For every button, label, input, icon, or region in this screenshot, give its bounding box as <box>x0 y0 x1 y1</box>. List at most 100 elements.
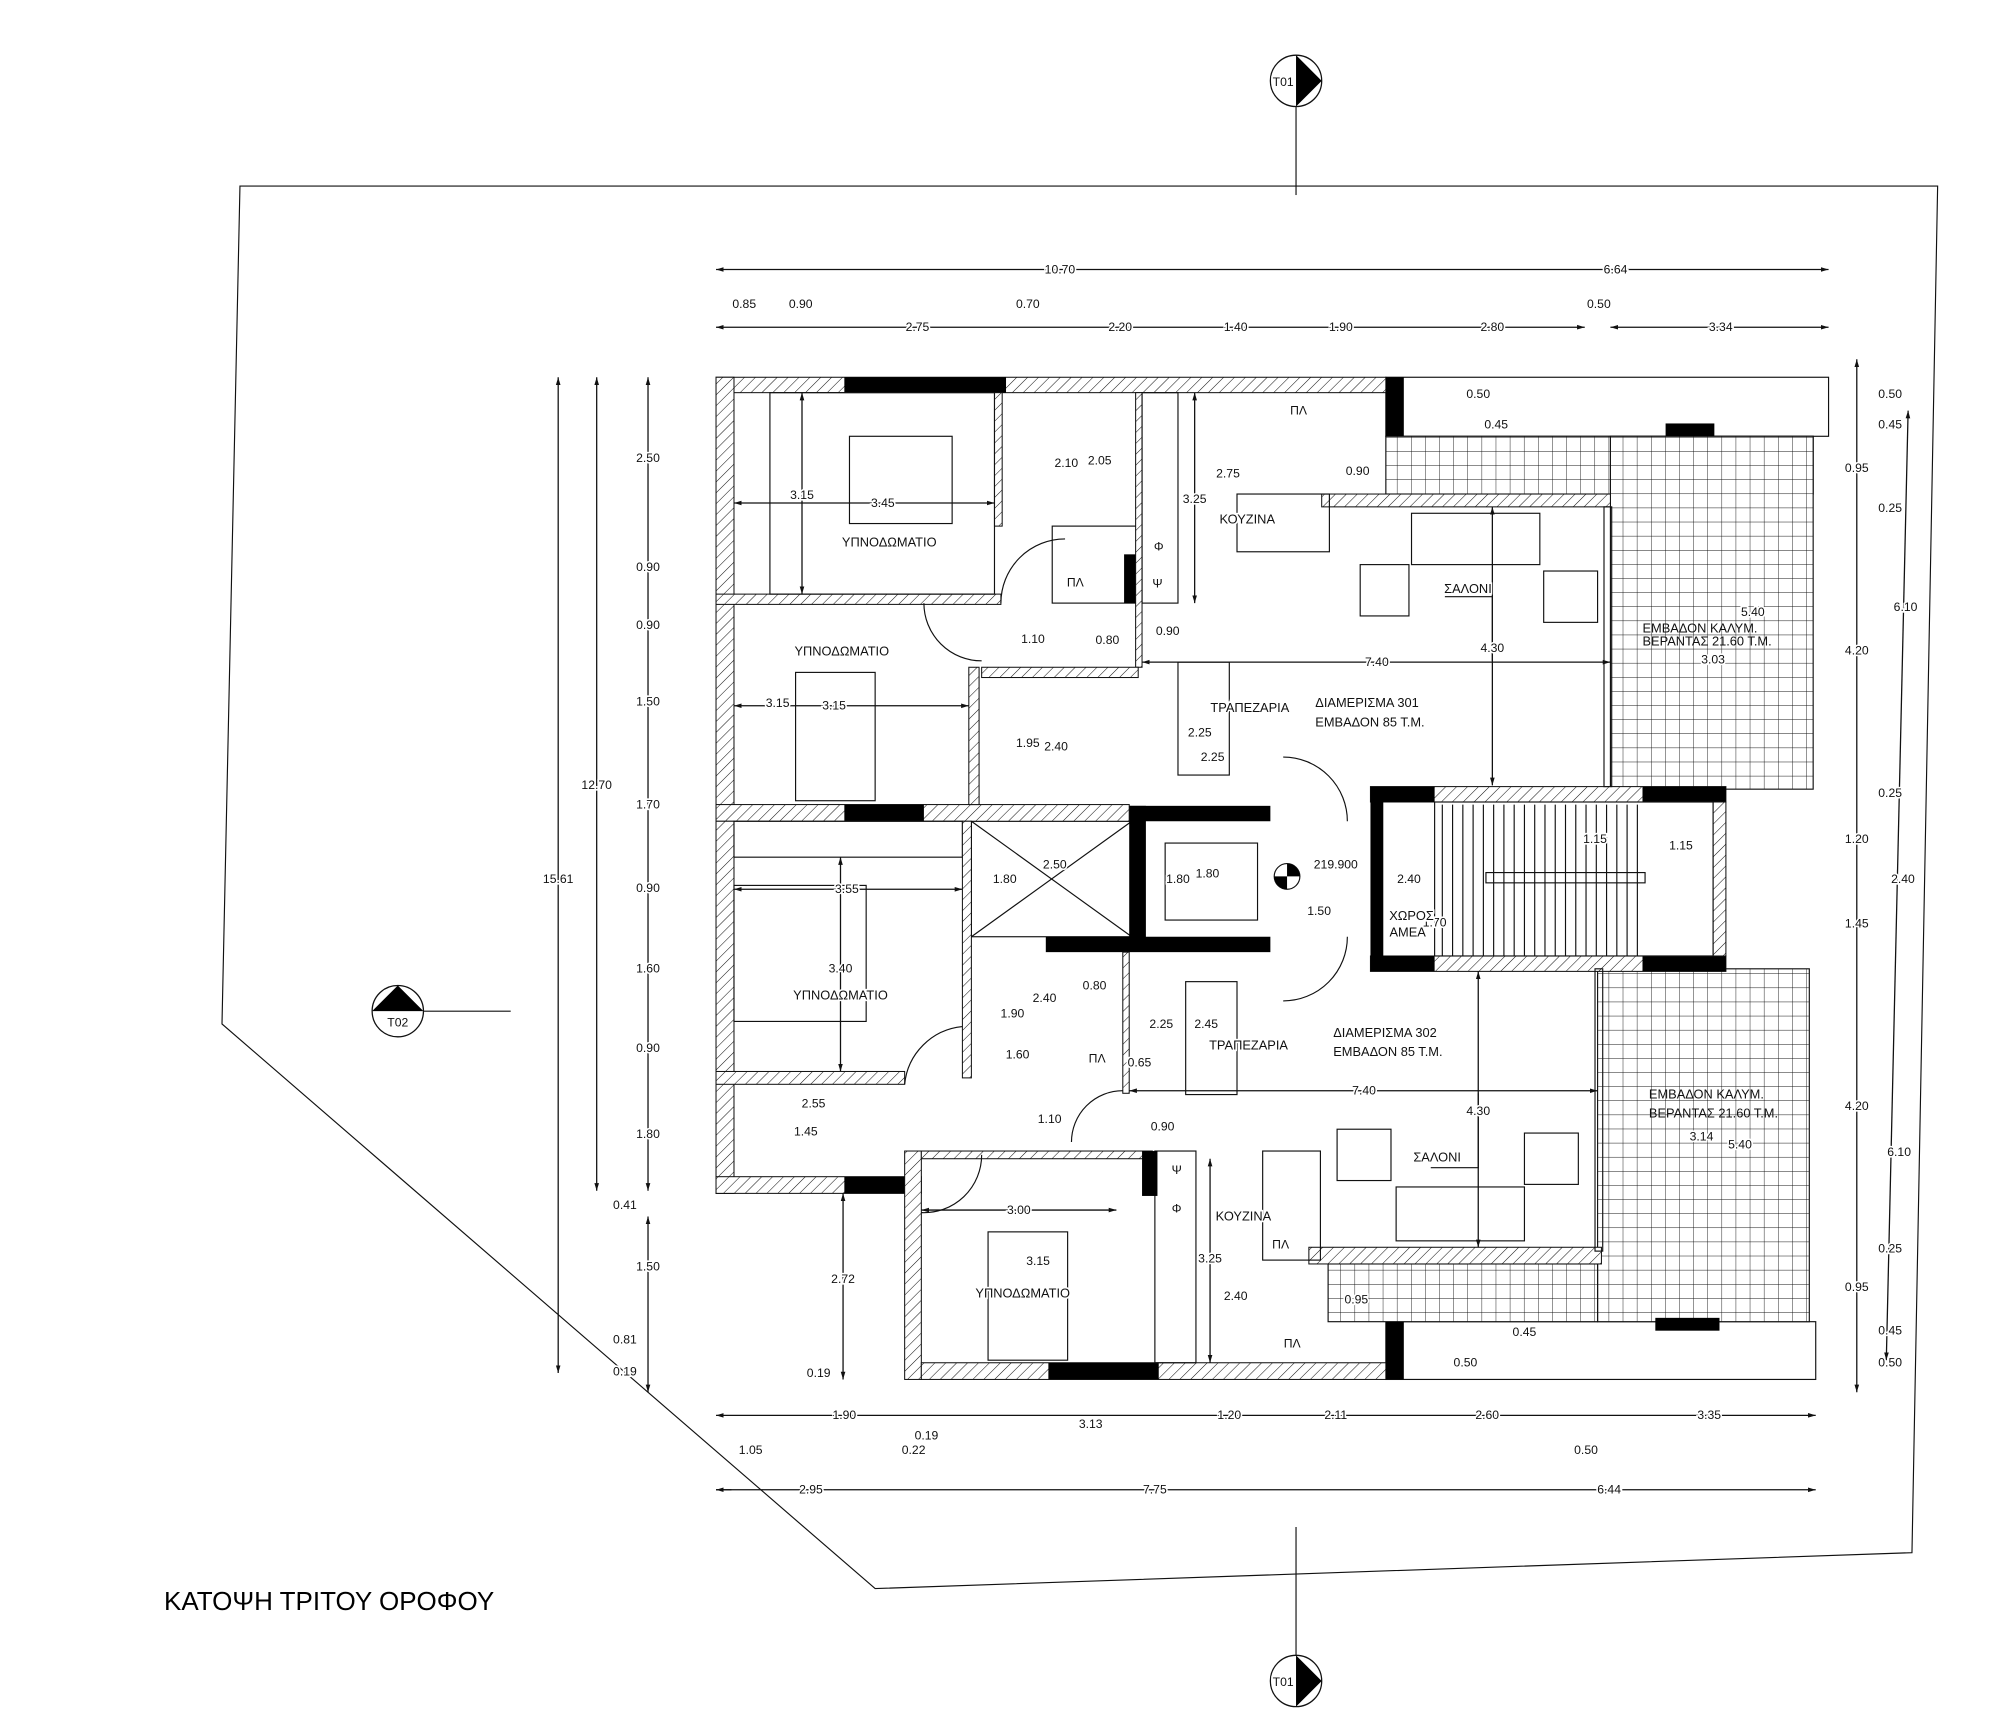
dimension-label: 3.13 <box>1079 1417 1103 1431</box>
dimension-label: 2.75 <box>1216 466 1240 480</box>
dimension-label: 6.44 <box>1597 1483 1621 1497</box>
dimension-label: 0.25 <box>1878 501 1902 515</box>
dimension-label: 0.45 <box>1513 1325 1537 1339</box>
dimension-label: 1.80 <box>1196 867 1220 881</box>
dimension-label: 1.15 <box>1583 832 1607 846</box>
dimension-label: 4.30 <box>1480 641 1504 655</box>
oven-fixture-label: Φ <box>1172 1202 1182 1216</box>
dimension-label: 1.60 <box>1006 1048 1030 1062</box>
veranda-area-label: ΒΕΡΑΝΤΑΣ 21.60 Τ.Μ. <box>1642 633 1771 648</box>
room-label-kitchen: ΚΟΥΖΙΝΑ <box>1216 1208 1272 1223</box>
staircase <box>1369 786 1727 972</box>
dimension-label: 7.40 <box>1352 1084 1376 1098</box>
dimension-label: 3.15 <box>790 488 814 502</box>
veranda-lower <box>1327 968 1817 1381</box>
laundry-fixture-label: ΠΛ <box>1089 1051 1107 1065</box>
dimension-label: 3.45 <box>871 496 895 510</box>
dimension-label: 1.80 <box>636 1127 660 1141</box>
dimension-label: 2.40 <box>1397 872 1421 886</box>
dimension-label: 12.70 <box>581 778 612 792</box>
room-label-bedroom: ΥΠΝΟΔΩΜΑΤΙΟ <box>793 988 888 1003</box>
dimension-label: 0.45 <box>1484 418 1508 432</box>
dimension-label: 2.10 <box>1054 456 1078 470</box>
drawing-title: ΚΑΤΟΨΗ ΤΡΙΤΟΥ ΟΡΟΦΟΥ <box>164 1586 495 1616</box>
dimension-label: 0.95 <box>1845 461 1869 475</box>
room-label-bedroom: ΥΠΝΟΔΩΜΑΤΙΟ <box>842 535 937 550</box>
dimension-label: 1.10 <box>1038 1112 1062 1126</box>
dimension-label: 1.05 <box>739 1443 763 1457</box>
dimension-label: 3.03 <box>1701 652 1725 666</box>
dimension-label: 1.50 <box>636 1259 660 1273</box>
dimension-label: 1.45 <box>1845 917 1869 931</box>
dimension-label: 0.90 <box>1151 1119 1175 1133</box>
dimension-label: 0.50 <box>1878 1356 1902 1370</box>
apartment-name: ΔΙΑΜΕΡΙΣΜΑ 301 <box>1315 695 1418 710</box>
dimension-label: 2.75 <box>906 320 930 334</box>
dimension-label: 2.72 <box>831 1272 855 1286</box>
dimension-label: 0.45 <box>1878 418 1902 432</box>
room-label-dining: ΤΡΑΠΕΖΑΡΙΑ <box>1209 1038 1288 1053</box>
dimension-label: 2.40 <box>1224 1289 1248 1303</box>
dimension-label: 2.50 <box>1043 858 1067 872</box>
laundry-fixture-label: ΠΛ <box>1290 403 1308 417</box>
dimension-label: 6.10 <box>1887 1145 1911 1159</box>
veranda-upper <box>1385 376 1830 790</box>
laundry-fixture-label: ΠΛ <box>1284 1336 1302 1350</box>
elevator-shaft <box>970 805 1301 953</box>
dimension-label: 2.80 <box>1480 320 1504 334</box>
dimension-label: 0.45 <box>1878 1324 1902 1338</box>
dimension-label: 2.55 <box>802 1096 826 1110</box>
dimension-label: 0.90 <box>636 1041 660 1055</box>
section-marker-left <box>371 984 425 1038</box>
room-label-kitchen: ΚΟΥΖΙΝΑ <box>1220 512 1276 527</box>
dimension-label: 0.90 <box>636 618 660 632</box>
dimension-label: 0.19 <box>915 1429 939 1443</box>
room-label-bedroom: ΥΠΝΟΔΩΜΑΤΙΟ <box>794 644 889 659</box>
dimension-label: 3.35 <box>1697 1408 1721 1422</box>
dimension-label: 3.15 <box>822 699 846 713</box>
section-marker-label: T01 <box>1273 75 1294 89</box>
dimension-label: 0.95 <box>1344 1293 1368 1307</box>
dimension-label: 5.40 <box>1728 1137 1752 1151</box>
dimension-label: 0.25 <box>1878 786 1902 800</box>
dimension-label: 0.50 <box>1574 1443 1598 1457</box>
dimension-label: 1.80 <box>993 872 1017 886</box>
apartment-area: ΕΜΒΑΔΟΝ 85 Τ.Μ. <box>1315 714 1424 729</box>
dimension-label: 2.40 <box>1891 872 1915 886</box>
apartment-301-walls <box>715 376 1613 1194</box>
dimension-label: 15.61 <box>543 872 574 886</box>
dimension-label: 3.00 <box>1007 1203 1031 1217</box>
dimension-label: 7.40 <box>1365 655 1389 669</box>
section-marker-label: T01 <box>1273 1675 1294 1689</box>
dimension-label: 3.40 <box>829 962 853 976</box>
dimension-label: 0.50 <box>1466 387 1490 401</box>
dimension-label: 0.81 <box>613 1333 637 1347</box>
dimension-label: 2.40 <box>1044 740 1068 754</box>
dimension-label: 1.60 <box>636 962 660 976</box>
veranda-area-label: ΕΜΒΑΔΟΝ ΚΑΛΥΜ. <box>1642 621 1757 636</box>
fridge-fixture-label: Ψ <box>1172 1163 1182 1177</box>
dimension-label: 2.40 <box>1033 991 1057 1005</box>
dimension-label: 2.50 <box>636 451 660 465</box>
dimension-label: 0.90 <box>636 560 660 574</box>
dimension-label: 4.20 <box>1845 1099 1869 1113</box>
dimension-label: 2.25 <box>1149 1017 1173 1031</box>
dimension-label: 0.50 <box>1587 297 1611 311</box>
room-label-living: ΣΑΛΟΝΙ <box>1444 581 1492 596</box>
dimension-label: 6.64 <box>1604 262 1628 276</box>
dimension-label: 4.30 <box>1466 1104 1490 1118</box>
dimension-label: 0.22 <box>902 1443 926 1457</box>
dimension-label: 1.45 <box>794 1125 818 1139</box>
laundry-fixture-label: ΠΛ <box>1272 1238 1290 1252</box>
dimension-label: 0.80 <box>1083 978 1107 992</box>
room-label-bedroom: ΥΠΝΟΔΩΜΑΤΙΟ <box>975 1285 1070 1300</box>
dimension-label: 3.15 <box>1026 1254 1050 1268</box>
apartment-area: ΕΜΒΑΔΟΝ 85 Τ.Μ. <box>1333 1044 1442 1059</box>
dimension-label: 0.41 <box>613 1198 637 1212</box>
dimension-label: 0.19 <box>613 1365 637 1379</box>
dimension-label: 2.05 <box>1088 454 1112 468</box>
veranda-area-label: ΕΜΒΑΔΟΝ ΚΑΛΥΜ. <box>1649 1086 1764 1101</box>
dimension-label: 2.25 <box>1188 726 1212 740</box>
